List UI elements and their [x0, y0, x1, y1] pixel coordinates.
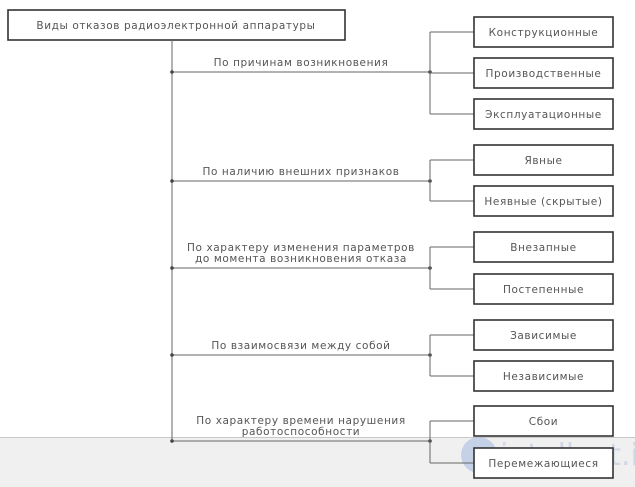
branch-label: По характеру времени нарушения	[196, 415, 406, 427]
category-box	[473, 144, 614, 176]
branch-label: По причинам возникновения	[214, 57, 389, 69]
junction-dot	[170, 70, 174, 74]
category-label: Зависимые	[510, 330, 577, 342]
branch-2: По наличию внешних признаков ЯвныеНеявные…	[170, 144, 614, 217]
branch-label: работоспособности	[242, 426, 360, 438]
junction-dot	[170, 179, 174, 183]
branch-4: По взаимосвязи между собой ЗависимыеНезав…	[170, 319, 614, 392]
category-label: Независимые	[503, 371, 584, 383]
category-box	[473, 447, 614, 479]
category-box	[473, 16, 614, 48]
category-label: Эксплуатационные	[485, 109, 602, 121]
branch-1: По причинам возникновения Конструкционные…	[170, 16, 614, 130]
category-label: Производственные	[486, 68, 602, 80]
branch-label: до момента возникновения отказа	[195, 253, 407, 265]
category-label: Явные	[524, 155, 562, 167]
category-label: Внезапные	[510, 242, 576, 254]
category-box	[473, 57, 614, 89]
junction-dot	[170, 439, 174, 443]
category-label: Постепенные	[503, 284, 584, 296]
category-label: Конструкционные	[489, 27, 599, 39]
category-label: Сбои	[529, 416, 558, 428]
category-box	[473, 273, 614, 305]
category-box	[473, 405, 614, 437]
branch-5: По характеру времени нарушенияработоспос…	[170, 405, 614, 479]
category-label: Неявные (скрытые)	[484, 196, 602, 208]
junction-dot	[170, 353, 174, 357]
branch-label: По характеру изменения параметров	[187, 242, 415, 254]
branch-label: По взаимосвязи между собой	[211, 340, 390, 352]
category-box	[473, 98, 614, 130]
category-box	[473, 319, 614, 351]
root-box	[7, 9, 346, 41]
category-box	[473, 231, 614, 263]
branch-label: По наличию внешних признаков	[202, 166, 399, 178]
category-label: Перемежающиеся	[488, 458, 598, 470]
category-box	[473, 360, 614, 392]
junction-dot	[170, 266, 174, 270]
root-label: Виды отказов радиоэлектронной аппаратуры	[36, 20, 315, 32]
category-box	[473, 185, 614, 217]
